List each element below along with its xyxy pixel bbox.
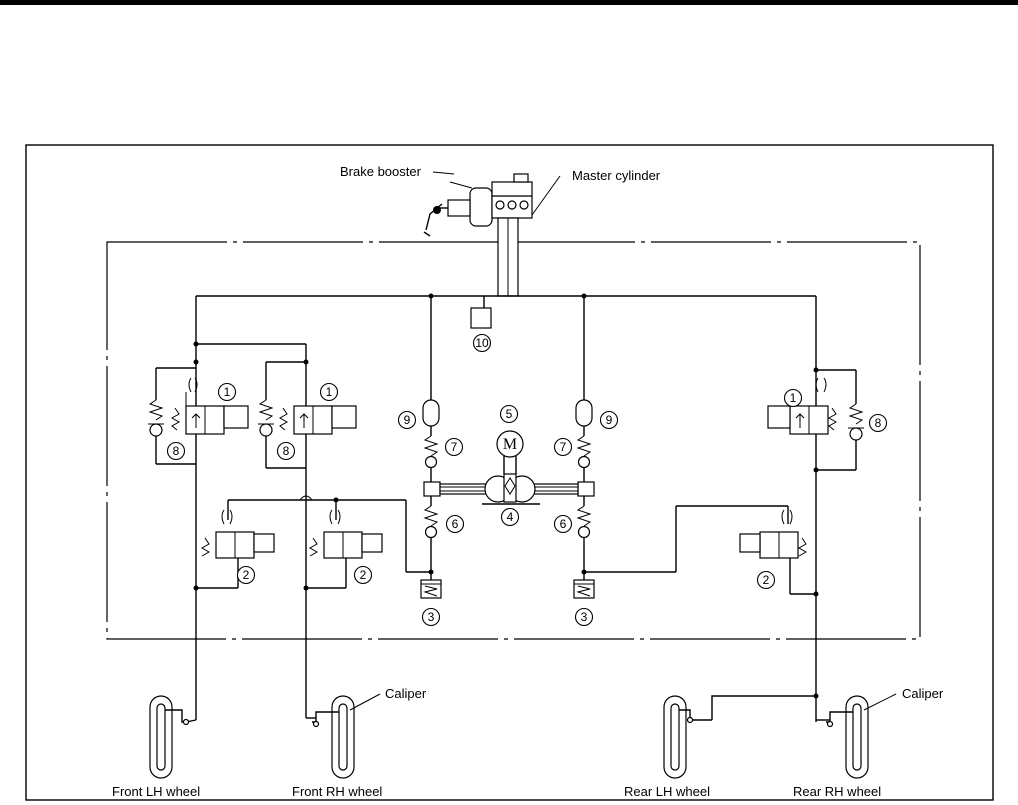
callout-1-middle: 1 bbox=[319, 382, 339, 402]
svg-text:3: 3 bbox=[428, 610, 435, 624]
reservoir-3-left bbox=[420, 579, 442, 599]
rear-caliper-label: Caliper bbox=[902, 686, 944, 701]
callout-1-rear: 1 bbox=[783, 388, 803, 408]
callout-6-left: 6 bbox=[445, 514, 465, 534]
svg-text:1: 1 bbox=[790, 391, 797, 405]
callout-8-rear: 8 bbox=[868, 413, 888, 433]
front-caliper-label: Caliper bbox=[385, 686, 427, 701]
outlet-valve-2-rear bbox=[584, 505, 819, 597]
master-cylinder bbox=[491, 173, 533, 219]
pump-4 bbox=[423, 473, 595, 505]
rear-rh-wheel bbox=[816, 695, 869, 779]
callout-2-middle: 2 bbox=[353, 565, 373, 585]
svg-text:8: 8 bbox=[173, 444, 180, 458]
rear-lh-wheel-label: Rear LH wheel bbox=[624, 784, 710, 799]
check-valve-8-rear bbox=[816, 369, 864, 471]
brake-booster-assembly bbox=[423, 187, 493, 237]
callout-7-right: 7 bbox=[553, 437, 573, 457]
callout-7-left: 7 bbox=[444, 437, 464, 457]
check-valve-8-right bbox=[258, 361, 306, 469]
callout-8-middle: 8 bbox=[276, 441, 296, 461]
rear-lh-wheel bbox=[663, 693, 819, 779]
top-rule bbox=[0, 0, 1018, 5]
front-rh-wheel bbox=[306, 695, 355, 779]
callout-8-left: 8 bbox=[166, 441, 186, 461]
inlet-valve-1-right bbox=[278, 405, 357, 435]
svg-text:7: 7 bbox=[560, 440, 567, 454]
outlet-valve-2-left bbox=[193, 509, 275, 591]
svg-text:1: 1 bbox=[224, 385, 231, 399]
callout-3-right: 3 bbox=[574, 607, 594, 627]
callout-6-right: 6 bbox=[553, 514, 573, 534]
inlet-valve-1-rear bbox=[767, 377, 838, 435]
svg-text:4: 4 bbox=[507, 510, 514, 524]
callout-2-left: 2 bbox=[236, 565, 256, 585]
svg-text:9: 9 bbox=[606, 413, 613, 427]
svg-text:1: 1 bbox=[326, 385, 333, 399]
svg-text:5: 5 bbox=[506, 407, 513, 421]
svg-text:8: 8 bbox=[283, 444, 290, 458]
callout-2-rear: 2 bbox=[756, 570, 776, 590]
svg-text:10: 10 bbox=[475, 336, 489, 350]
inlet-valve-1-left bbox=[170, 377, 249, 435]
callout-1-left: 1 bbox=[217, 382, 237, 402]
svg-text:2: 2 bbox=[763, 573, 770, 587]
damper-9-right bbox=[575, 399, 593, 427]
master-cylinder-label: Master cylinder bbox=[572, 168, 661, 183]
callout-9-right: 9 bbox=[599, 410, 619, 430]
actuator-boundary bbox=[106, 241, 921, 640]
svg-text:2: 2 bbox=[243, 568, 250, 582]
front-lh-wheel bbox=[149, 695, 197, 779]
motor-symbol: M bbox=[503, 436, 517, 453]
motor-5: M bbox=[496, 430, 524, 474]
callout-10: 10 bbox=[472, 333, 492, 353]
svg-text:6: 6 bbox=[452, 517, 459, 531]
reservoir-3-right bbox=[573, 579, 595, 599]
callout-3-left: 3 bbox=[421, 607, 441, 627]
pressure-sensor-10 bbox=[470, 307, 492, 329]
svg-text:3: 3 bbox=[581, 610, 588, 624]
svg-text:2: 2 bbox=[360, 568, 367, 582]
front-rh-wheel-label: Front RH wheel bbox=[292, 784, 382, 799]
brake-booster-label: Brake booster bbox=[340, 164, 422, 179]
damper-9-left bbox=[422, 399, 440, 427]
svg-text:8: 8 bbox=[875, 416, 882, 430]
callout-4: 4 bbox=[500, 507, 520, 527]
svg-text:7: 7 bbox=[451, 440, 458, 454]
check-valve-8-left bbox=[148, 367, 196, 465]
svg-text:6: 6 bbox=[560, 517, 567, 531]
rear-rh-wheel-label: Rear RH wheel bbox=[793, 784, 881, 799]
outlet-valve-2-right bbox=[303, 509, 383, 591]
callout-5: 5 bbox=[499, 404, 519, 424]
front-lh-wheel-label: Front LH wheel bbox=[112, 784, 200, 799]
svg-text:9: 9 bbox=[404, 413, 411, 427]
callout-9-left: 9 bbox=[397, 410, 417, 430]
outer-frame bbox=[25, 144, 994, 801]
